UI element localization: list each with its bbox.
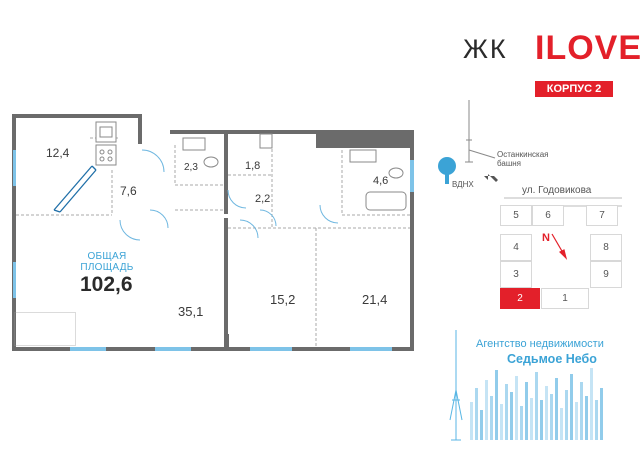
north-label: N	[542, 232, 550, 244]
skyline-bar	[525, 382, 528, 440]
brand-love-logo: ILOVE	[535, 29, 640, 67]
watermark-logo	[14, 312, 76, 346]
tree-icon	[438, 157, 456, 184]
pencil-icon	[53, 165, 97, 213]
room-area-bedroom-1: 15,2	[270, 292, 296, 307]
skyline-bar	[515, 376, 518, 440]
tower-label-line-2: башня	[497, 159, 522, 168]
room-area-bedroom-2: 21,4	[362, 292, 388, 307]
room-area-bath-large: 4,6	[373, 175, 389, 187]
room-area-closet: 1,8	[245, 160, 261, 172]
korpus-badge: КОРПУС 2	[535, 81, 613, 97]
partitions	[16, 134, 410, 347]
room-area-passage: 2,2	[255, 193, 271, 205]
tower-label: Останкинская башня	[497, 150, 549, 168]
skyline-bar	[545, 386, 548, 440]
skyline-bar	[510, 392, 513, 440]
room-area-hall: 12,4	[46, 146, 70, 160]
section-5: 5	[500, 205, 532, 226]
section-7: 7	[586, 205, 618, 226]
kitchen-fixtures	[95, 121, 117, 166]
room-area-bath-small: 2,3	[184, 162, 198, 173]
skyline-bar	[600, 388, 603, 440]
skyline-bar	[505, 384, 508, 440]
room-area-corridor: 7,6	[120, 184, 137, 198]
bathroom-fixtures	[182, 133, 407, 211]
compass-icon	[551, 233, 568, 260]
skyline-bar	[500, 404, 503, 440]
outer-walls	[12, 114, 414, 351]
skyline-bar	[575, 402, 578, 440]
street-label: ул. Годовикова	[522, 185, 592, 196]
skyline-bar	[585, 396, 588, 440]
tower-label-line-1: Останкинская	[497, 150, 549, 159]
section-3: 3	[500, 261, 532, 288]
section-2-active: 2	[500, 288, 540, 309]
skyline-bar	[480, 410, 483, 440]
skyline-bar	[470, 402, 473, 440]
tv-tower-icon	[465, 100, 496, 163]
skyline-bar	[595, 400, 598, 440]
skyline-bar	[540, 400, 543, 440]
room-area-living: 35,1	[178, 304, 204, 319]
section-1: 1	[541, 288, 589, 309]
arrow-icon	[484, 172, 498, 182]
skyline-bar	[560, 408, 563, 440]
skyline-bar	[535, 372, 538, 440]
section-8: 8	[590, 234, 622, 261]
skyline-bar	[550, 394, 553, 440]
skyline-bar	[485, 380, 488, 440]
skyline-bar	[565, 390, 568, 440]
skyline-bar	[590, 368, 593, 440]
section-4: 4	[500, 234, 532, 261]
skyline-bar	[555, 378, 558, 440]
brand-zk: ЖК	[463, 34, 508, 64]
agency-line-2: Седьмое Небо	[507, 352, 597, 366]
skyline-bar	[580, 382, 583, 440]
total-area-value: 102,6	[80, 273, 133, 296]
section-6: 6	[532, 205, 564, 226]
total-label-line-2: ПЛОЩАДЬ	[80, 262, 134, 273]
skyline-bar	[495, 370, 498, 440]
total-area-label: ОБЩАЯ ПЛОЩАДЬ	[74, 251, 140, 273]
windows	[13, 150, 414, 351]
section-9: 9	[590, 261, 622, 288]
doors	[119, 149, 339, 241]
skyline-bar	[520, 406, 523, 440]
total-label-line-1: ОБЩАЯ	[87, 251, 127, 262]
vdnh-label: ВДНХ	[452, 180, 474, 189]
skyline-bar	[570, 374, 573, 440]
skyline-icon	[449, 330, 463, 441]
skyline-bar	[490, 396, 493, 440]
agency-line-1: Агентство недвижимости	[476, 338, 604, 350]
skyline-bar	[475, 388, 478, 440]
skyline-bar	[530, 398, 533, 440]
